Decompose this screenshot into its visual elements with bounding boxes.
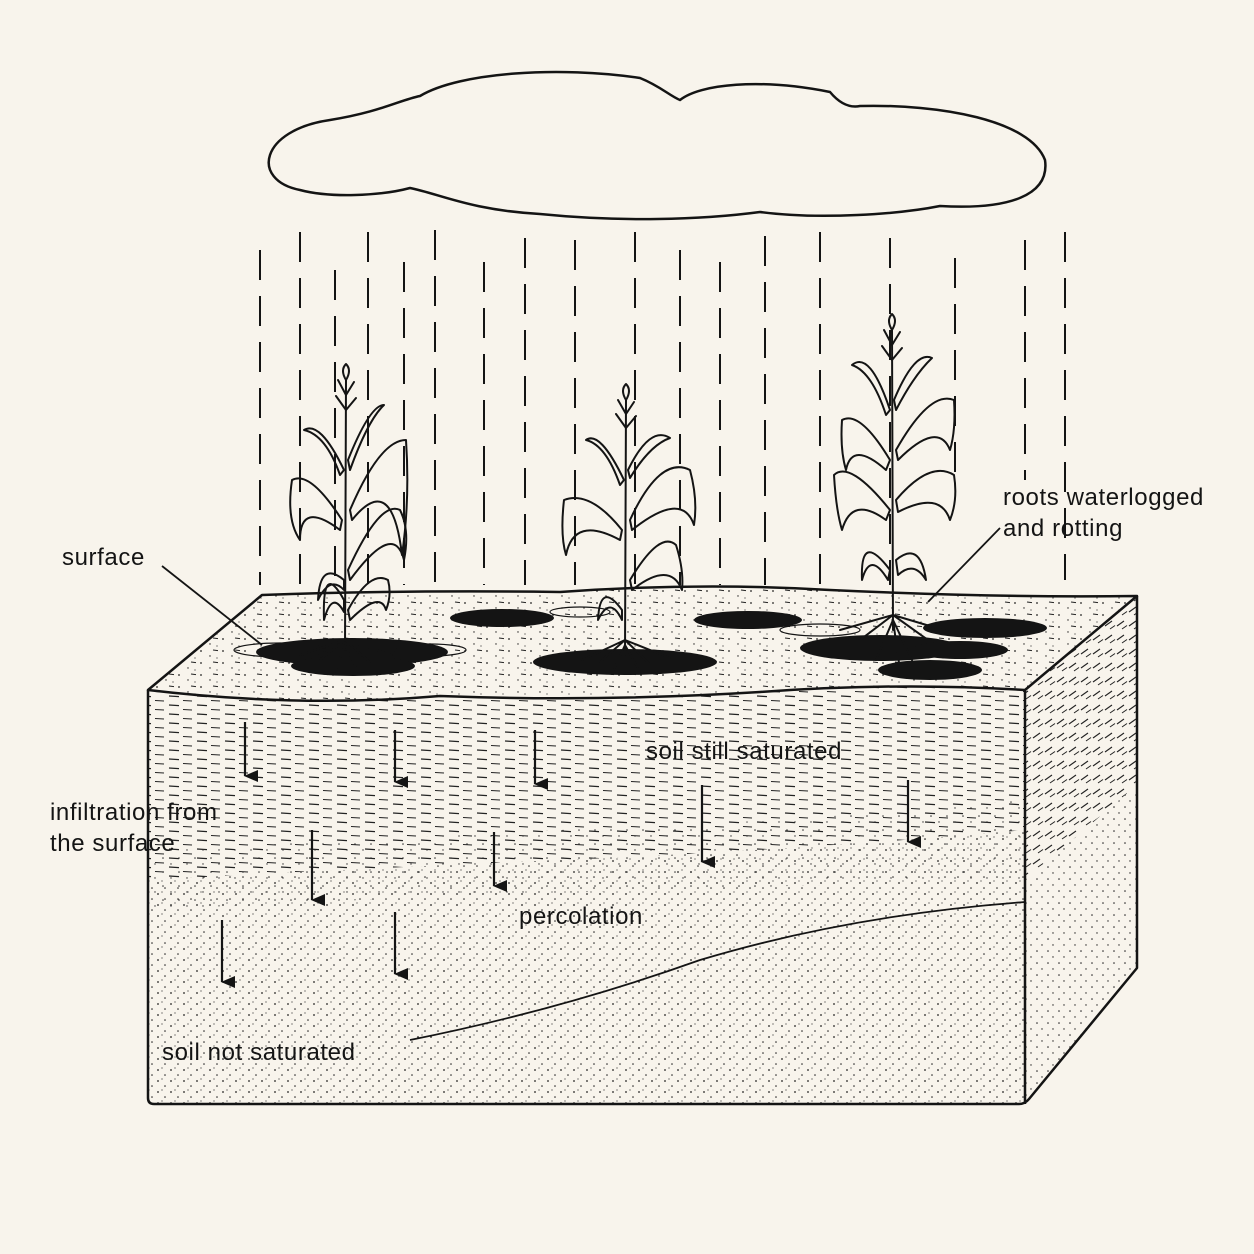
roots-leader [927,527,1001,603]
label-surface: surface [62,544,145,571]
plant-middle [561,383,697,675]
plant-right [833,313,957,671]
label-infiltration: infiltration from the surface [50,799,218,857]
label-roots-waterlogged: roots waterlogged and rotting [1003,484,1204,542]
cloud [267,70,1047,221]
plant-left [289,363,409,673]
rain [259,230,1066,585]
label-soil-not-saturated: soil not saturated [162,1039,356,1066]
label-soil-still-saturated: soil still saturated [646,738,843,765]
puddles [256,609,1047,680]
flow-arrows [220,722,921,988]
leader-lines [161,527,1001,646]
surface-leader [161,565,263,646]
wetting-front-line [409,901,1026,1041]
unsaturated-zone [148,830,1025,1104]
label-percolation: percolation [519,903,644,930]
